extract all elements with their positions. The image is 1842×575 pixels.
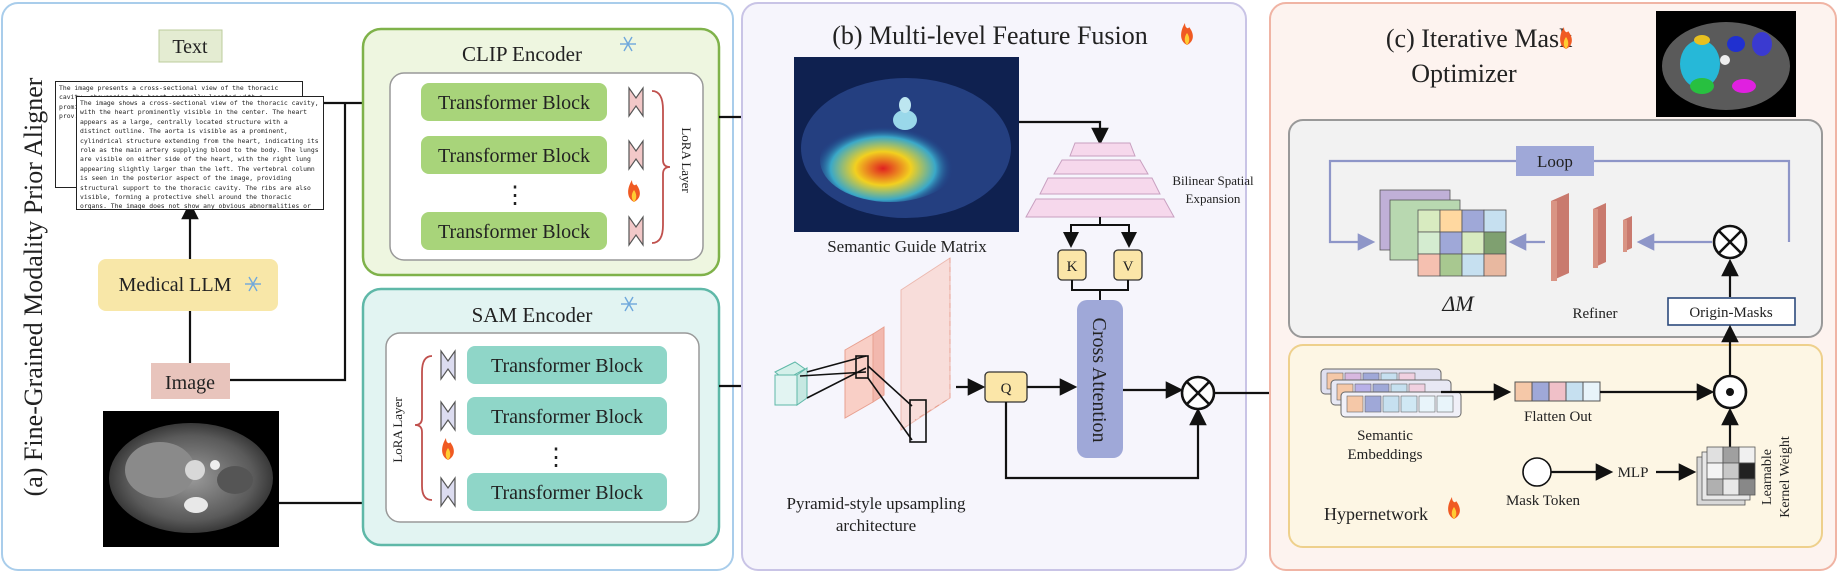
delta-m-label: ΔM <box>1441 291 1475 316</box>
image-label: Image <box>165 372 215 394</box>
panel-c-title-2: Optimizer <box>1411 59 1517 88</box>
bilinear-expansion-stack <box>1025 142 1175 218</box>
q-label: Q <box>1001 381 1012 397</box>
cross-attention-label: Cross Attention <box>1088 317 1110 442</box>
llm-text-description-front: The image shows a cross-sectional view o… <box>76 96 324 210</box>
fire-icon <box>1181 23 1193 45</box>
segmentation-output-image <box>1656 11 1796 117</box>
guide-to-expansion-arrow <box>1019 120 1109 146</box>
pyramid-label-1: Pyramid-style upsampling <box>787 494 966 513</box>
semantic-guide-heatmap <box>794 57 1019 232</box>
panel-b-title: (b) Multi-level Feature Fusion <box>832 21 1148 50</box>
image-label-box <box>151 363 230 399</box>
text-label: Text <box>172 36 208 58</box>
semantic-emb-label-1: Semantic <box>1357 428 1413 444</box>
sam-transformer-label-1: Transformer Block <box>491 355 643 377</box>
clip-encoder-title: CLIP Encoder <box>462 42 582 66</box>
refiner-blocks <box>1551 193 1632 281</box>
semantic-guide-label: Semantic Guide Matrix <box>827 237 987 256</box>
medical-llm-box <box>98 259 278 311</box>
kernel-label-1: Learnable <box>1760 449 1775 505</box>
loop-line-right <box>1594 159 1791 242</box>
multiply-operator-loop <box>1712 224 1748 260</box>
semantic-emb-label-2: Embeddings <box>1348 447 1423 463</box>
mask-token-label: Mask Token <box>1506 493 1581 509</box>
flatten-out-label: Flatten Out <box>1524 409 1593 425</box>
clip-transformer-label-1: Transformer Block <box>438 92 590 114</box>
fire-icon <box>442 438 454 460</box>
fire-icon <box>1560 27 1572 49</box>
medical-llm-label: Medical LLM <box>119 274 232 296</box>
panel-c-title-1: (c) Iterative Mask <box>1386 24 1572 53</box>
sam-transformer-block-2 <box>467 397 667 435</box>
semantic-embeddings-stack <box>1320 368 1462 418</box>
sam-lora-label: LoRA Layer <box>390 397 405 463</box>
sam-lora-adapters <box>440 349 456 508</box>
refiner-label: Refiner <box>1573 306 1618 322</box>
k-label: K <box>1067 259 1078 275</box>
sam-encoder-title: SAM Encoder <box>472 303 593 327</box>
expansion-split-v <box>1100 224 1137 248</box>
bilinear-label-2: Expansion <box>1186 191 1241 206</box>
mask-token <box>1522 457 1552 487</box>
snowflake-icon <box>620 36 636 52</box>
pyramid-label-2: architecture <box>836 516 916 535</box>
loop-label: Loop <box>1537 152 1573 171</box>
cross-attention <box>1077 300 1123 458</box>
v-label: V <box>1123 259 1134 275</box>
pyramid-upsampling <box>774 257 951 443</box>
clip-transformer-label-3: Transformer Block <box>438 221 590 243</box>
mlp-label: MLP <box>1618 465 1649 481</box>
clip-transformer-label-2: Transformer Block <box>438 145 590 167</box>
panel-a-title: (a) Fine-Grained Modality Prior Aligner <box>19 77 48 496</box>
clip-lora-brace <box>651 90 671 244</box>
clip-transformer-block-1 <box>421 83 607 121</box>
ct-input-image <box>103 411 279 547</box>
fire-icon <box>628 180 640 202</box>
delta-m-grid <box>1379 189 1507 277</box>
loop-line-left <box>1328 159 1516 251</box>
sam-transformer-label-2: Transformer Block <box>491 406 643 428</box>
sam-transformer-block-1 <box>467 346 667 384</box>
clip-lora-adapters <box>628 86 644 247</box>
expansion-split <box>1063 217 1101 248</box>
clip-dots: ⋮ <box>503 183 527 209</box>
bilinear-label-1: Bilinear Spatial <box>1172 173 1254 188</box>
clip-lora-label: LoRA Layer <box>679 127 694 193</box>
hypernetwork-label: Hypernetwork <box>1324 504 1428 524</box>
kernel-weight-grid <box>1696 446 1756 506</box>
sam-transformer-label-3: Transformer Block <box>491 482 643 504</box>
origin-masks-label: Origin-Masks <box>1689 305 1772 321</box>
snowflake-icon <box>621 296 637 312</box>
clip-transformer-block-2 <box>421 136 607 174</box>
fire-icon <box>1448 497 1460 519</box>
kernel-label-2: Kernel Weight <box>1778 436 1793 518</box>
sam-transformer-block-3 <box>467 473 667 511</box>
text-label-box <box>158 29 223 63</box>
q-skip-line <box>1004 402 1207 480</box>
image-to-clip-arrow <box>230 103 347 382</box>
sam-dots: ⋮ <box>544 445 568 471</box>
clip-transformer-block-3 <box>421 212 607 250</box>
flatten-out-vector <box>1514 381 1601 402</box>
multiply-operator <box>1180 375 1216 411</box>
sam-lora-brace <box>414 355 433 501</box>
dot-product-operator <box>1712 374 1748 410</box>
loop-box <box>1516 146 1594 176</box>
snowflake-icon <box>245 276 261 292</box>
